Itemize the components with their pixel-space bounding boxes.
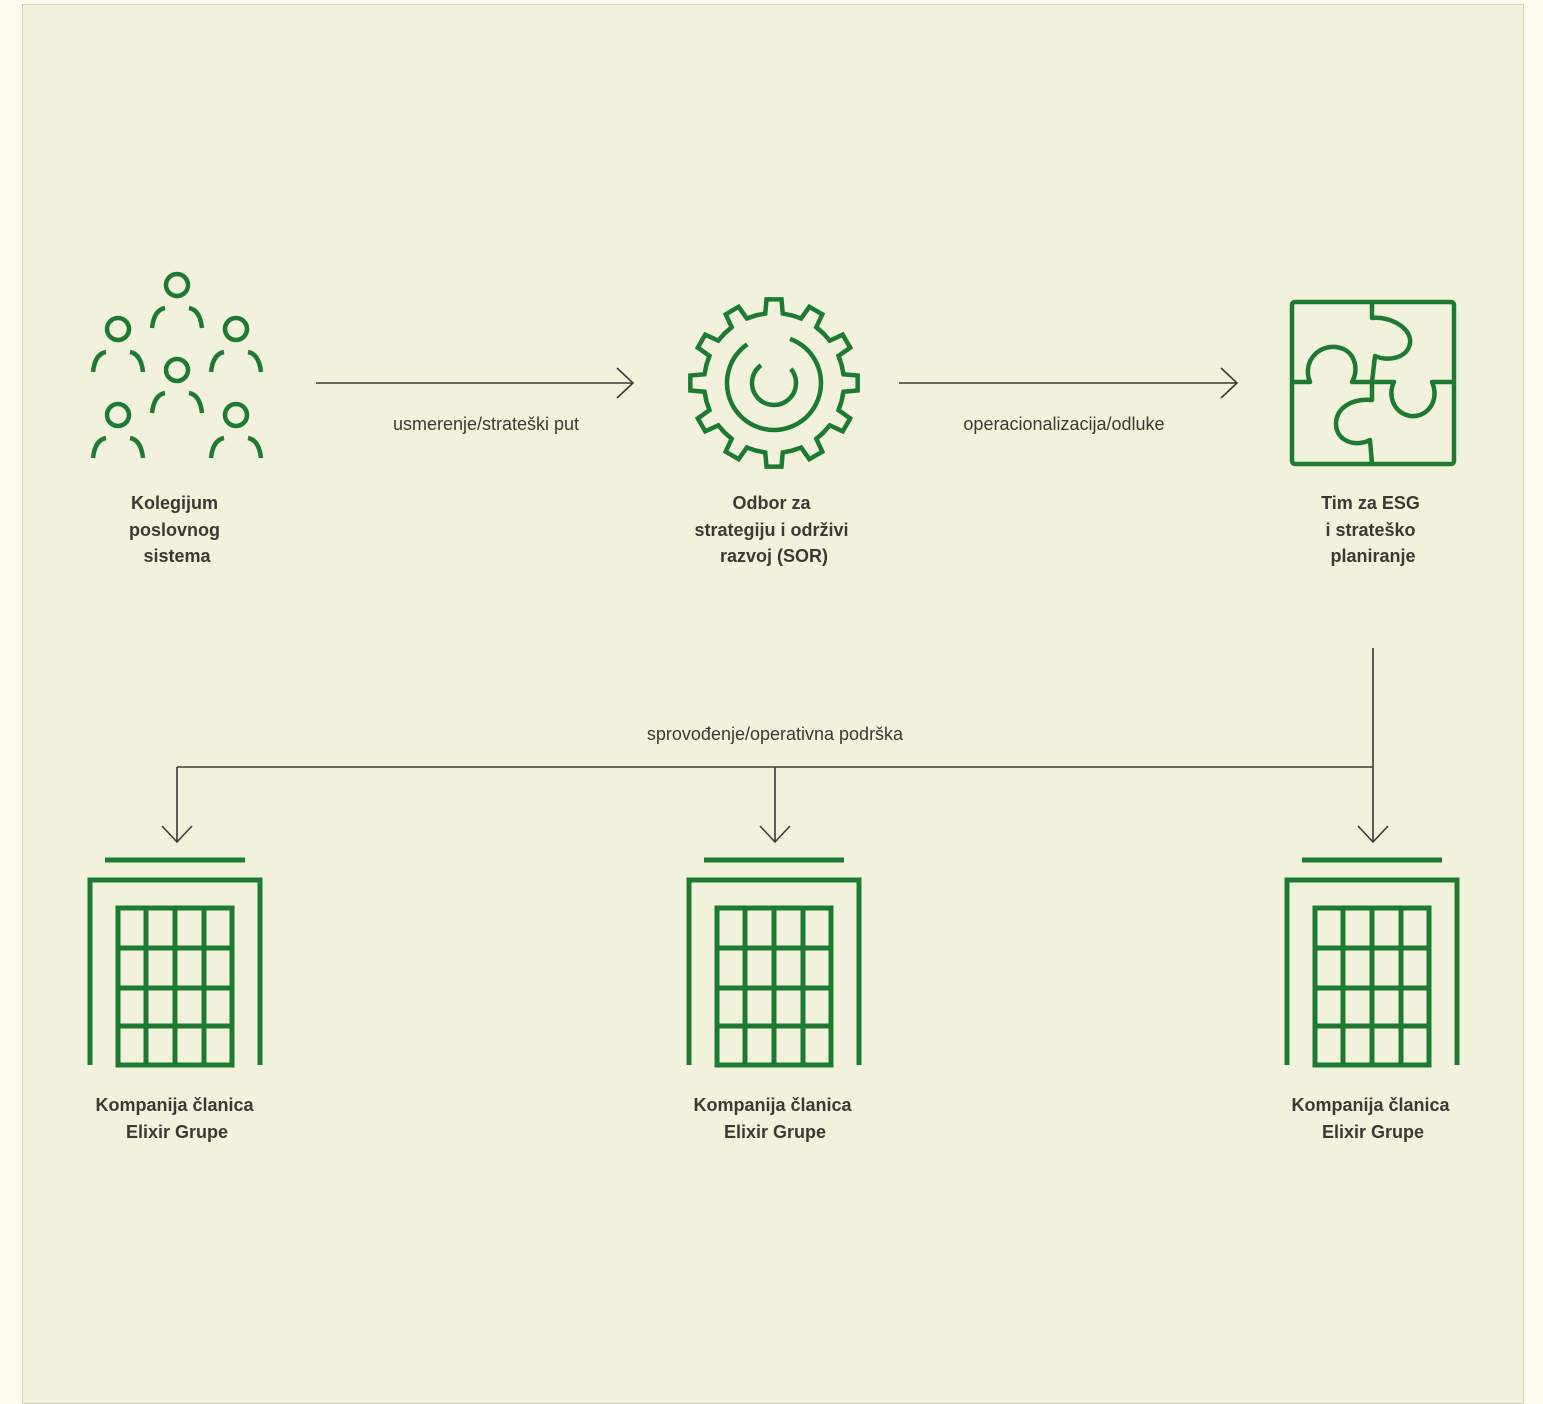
- arrow-esg-to-companies: [161, 648, 1389, 844]
- node-label-company-1: Kompanija članica Elixir Grupe: [95, 1095, 258, 1142]
- building-icon: [1287, 860, 1457, 1065]
- node-label-sor: Odbor za strategiju i održivi razvoj (SO…: [694, 493, 853, 566]
- diagram-panel: [22, 4, 1524, 1404]
- building-icon: [689, 860, 859, 1065]
- node-label-company-2: Kompanija članica Elixir Grupe: [693, 1095, 856, 1142]
- building-icon: [90, 860, 260, 1065]
- arrow-kolegijum-to-sor: [316, 367, 635, 399]
- node-label-kolegijum: Kolegijum poslovnog sistema: [129, 493, 225, 566]
- edge-label-strategic: usmerenje/strateški put: [393, 414, 579, 434]
- people-group-icon: [93, 274, 261, 458]
- node-label-esg: Tim za ESG i strateško planiranje: [1321, 493, 1425, 566]
- edge-label-operationalization: operacionalizacija/odluke: [963, 414, 1164, 434]
- arrow-sor-to-esg: [899, 367, 1239, 399]
- puzzle-icon: [1289, 299, 1457, 467]
- gear-icon: [688, 297, 860, 469]
- node-label-company-3: Kompanija članica Elixir Grupe: [1291, 1095, 1454, 1142]
- edge-label-implementation: sprovođenje/operativna podrška: [647, 724, 904, 744]
